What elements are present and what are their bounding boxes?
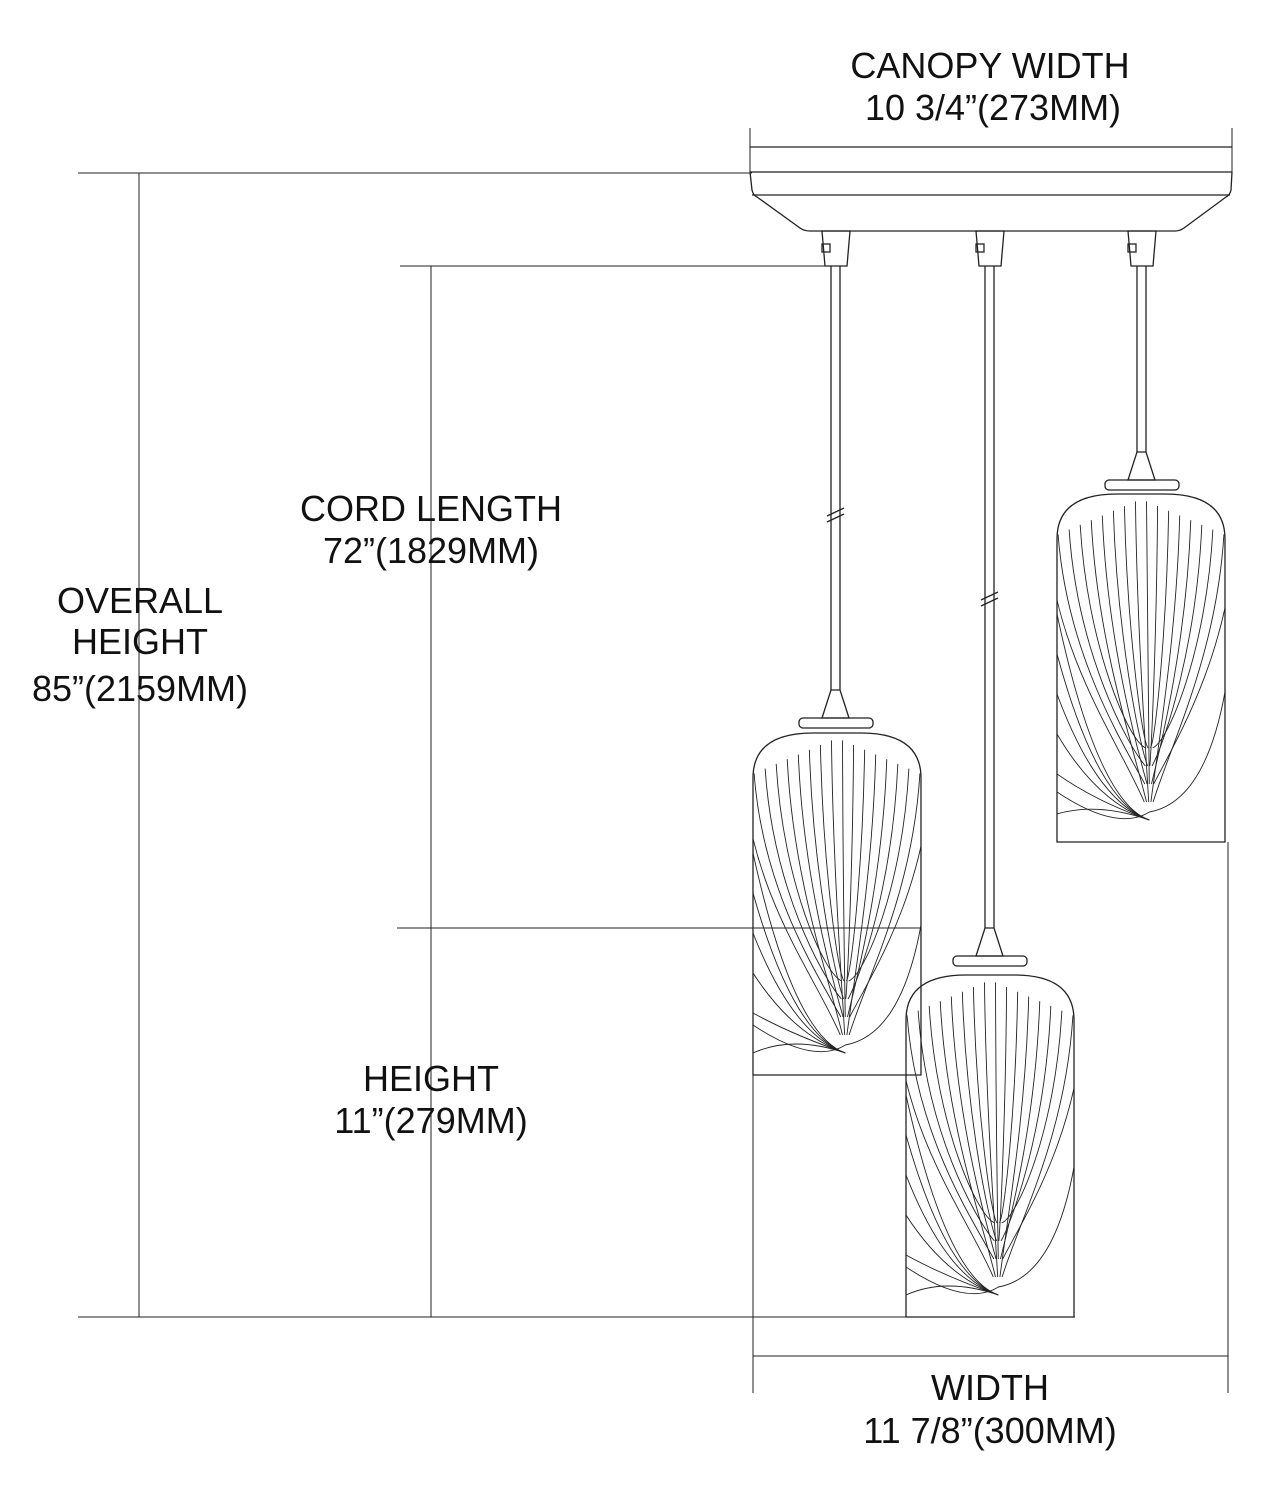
glass-texture bbox=[753, 740, 921, 1054]
pendant-right bbox=[1056, 230, 1226, 843]
glass-texture bbox=[906, 982, 1074, 1296]
glass-shade bbox=[905, 974, 1075, 1318]
shade-cap bbox=[1104, 479, 1180, 491]
cord-length-value: 72”(1829MM) bbox=[322, 530, 540, 571]
cord-coupler bbox=[1127, 230, 1157, 267]
cord-break-mark bbox=[826, 507, 845, 523]
dimension-lines bbox=[78, 128, 1233, 1393]
overall-height-value: 85”(2159MM) bbox=[31, 668, 249, 709]
canopy-width-label: CANOPY WIDTH bbox=[850, 45, 1130, 86]
socket-cone bbox=[975, 927, 1004, 957]
canopy-width-value: 10 3/4”(273MM) bbox=[864, 87, 1122, 128]
cord-break-mark bbox=[980, 591, 999, 607]
glass-shade bbox=[1056, 493, 1226, 843]
height-label: HEIGHT bbox=[362, 1058, 500, 1099]
glass-texture bbox=[1057, 501, 1225, 821]
cord-length-label: CORD LENGTH bbox=[299, 488, 563, 529]
shade-cap bbox=[952, 955, 1028, 967]
cord-coupler bbox=[975, 230, 1005, 267]
height-value: 11”(279MM) bbox=[334, 1100, 528, 1141]
overall-height-label-2: HEIGHT bbox=[71, 621, 209, 662]
coupler-screw bbox=[821, 243, 831, 253]
canopy bbox=[749, 146, 1233, 232]
coupler-screw bbox=[1127, 243, 1137, 253]
shade-cap bbox=[798, 717, 874, 729]
glass-shade bbox=[752, 732, 922, 1076]
pendants bbox=[752, 230, 1226, 1318]
width-value: 11 7/8”(300MM) bbox=[863, 1410, 1117, 1451]
socket-cone bbox=[821, 689, 850, 719]
pendant-middle bbox=[905, 230, 1075, 1318]
coupler-screw bbox=[975, 243, 985, 253]
pendant-left bbox=[752, 230, 922, 1076]
width-label: WIDTH bbox=[931, 1367, 1049, 1408]
socket-cone bbox=[1127, 451, 1156, 481]
overall-height-label-1: OVERALL bbox=[56, 580, 224, 621]
cord-coupler bbox=[821, 230, 851, 267]
